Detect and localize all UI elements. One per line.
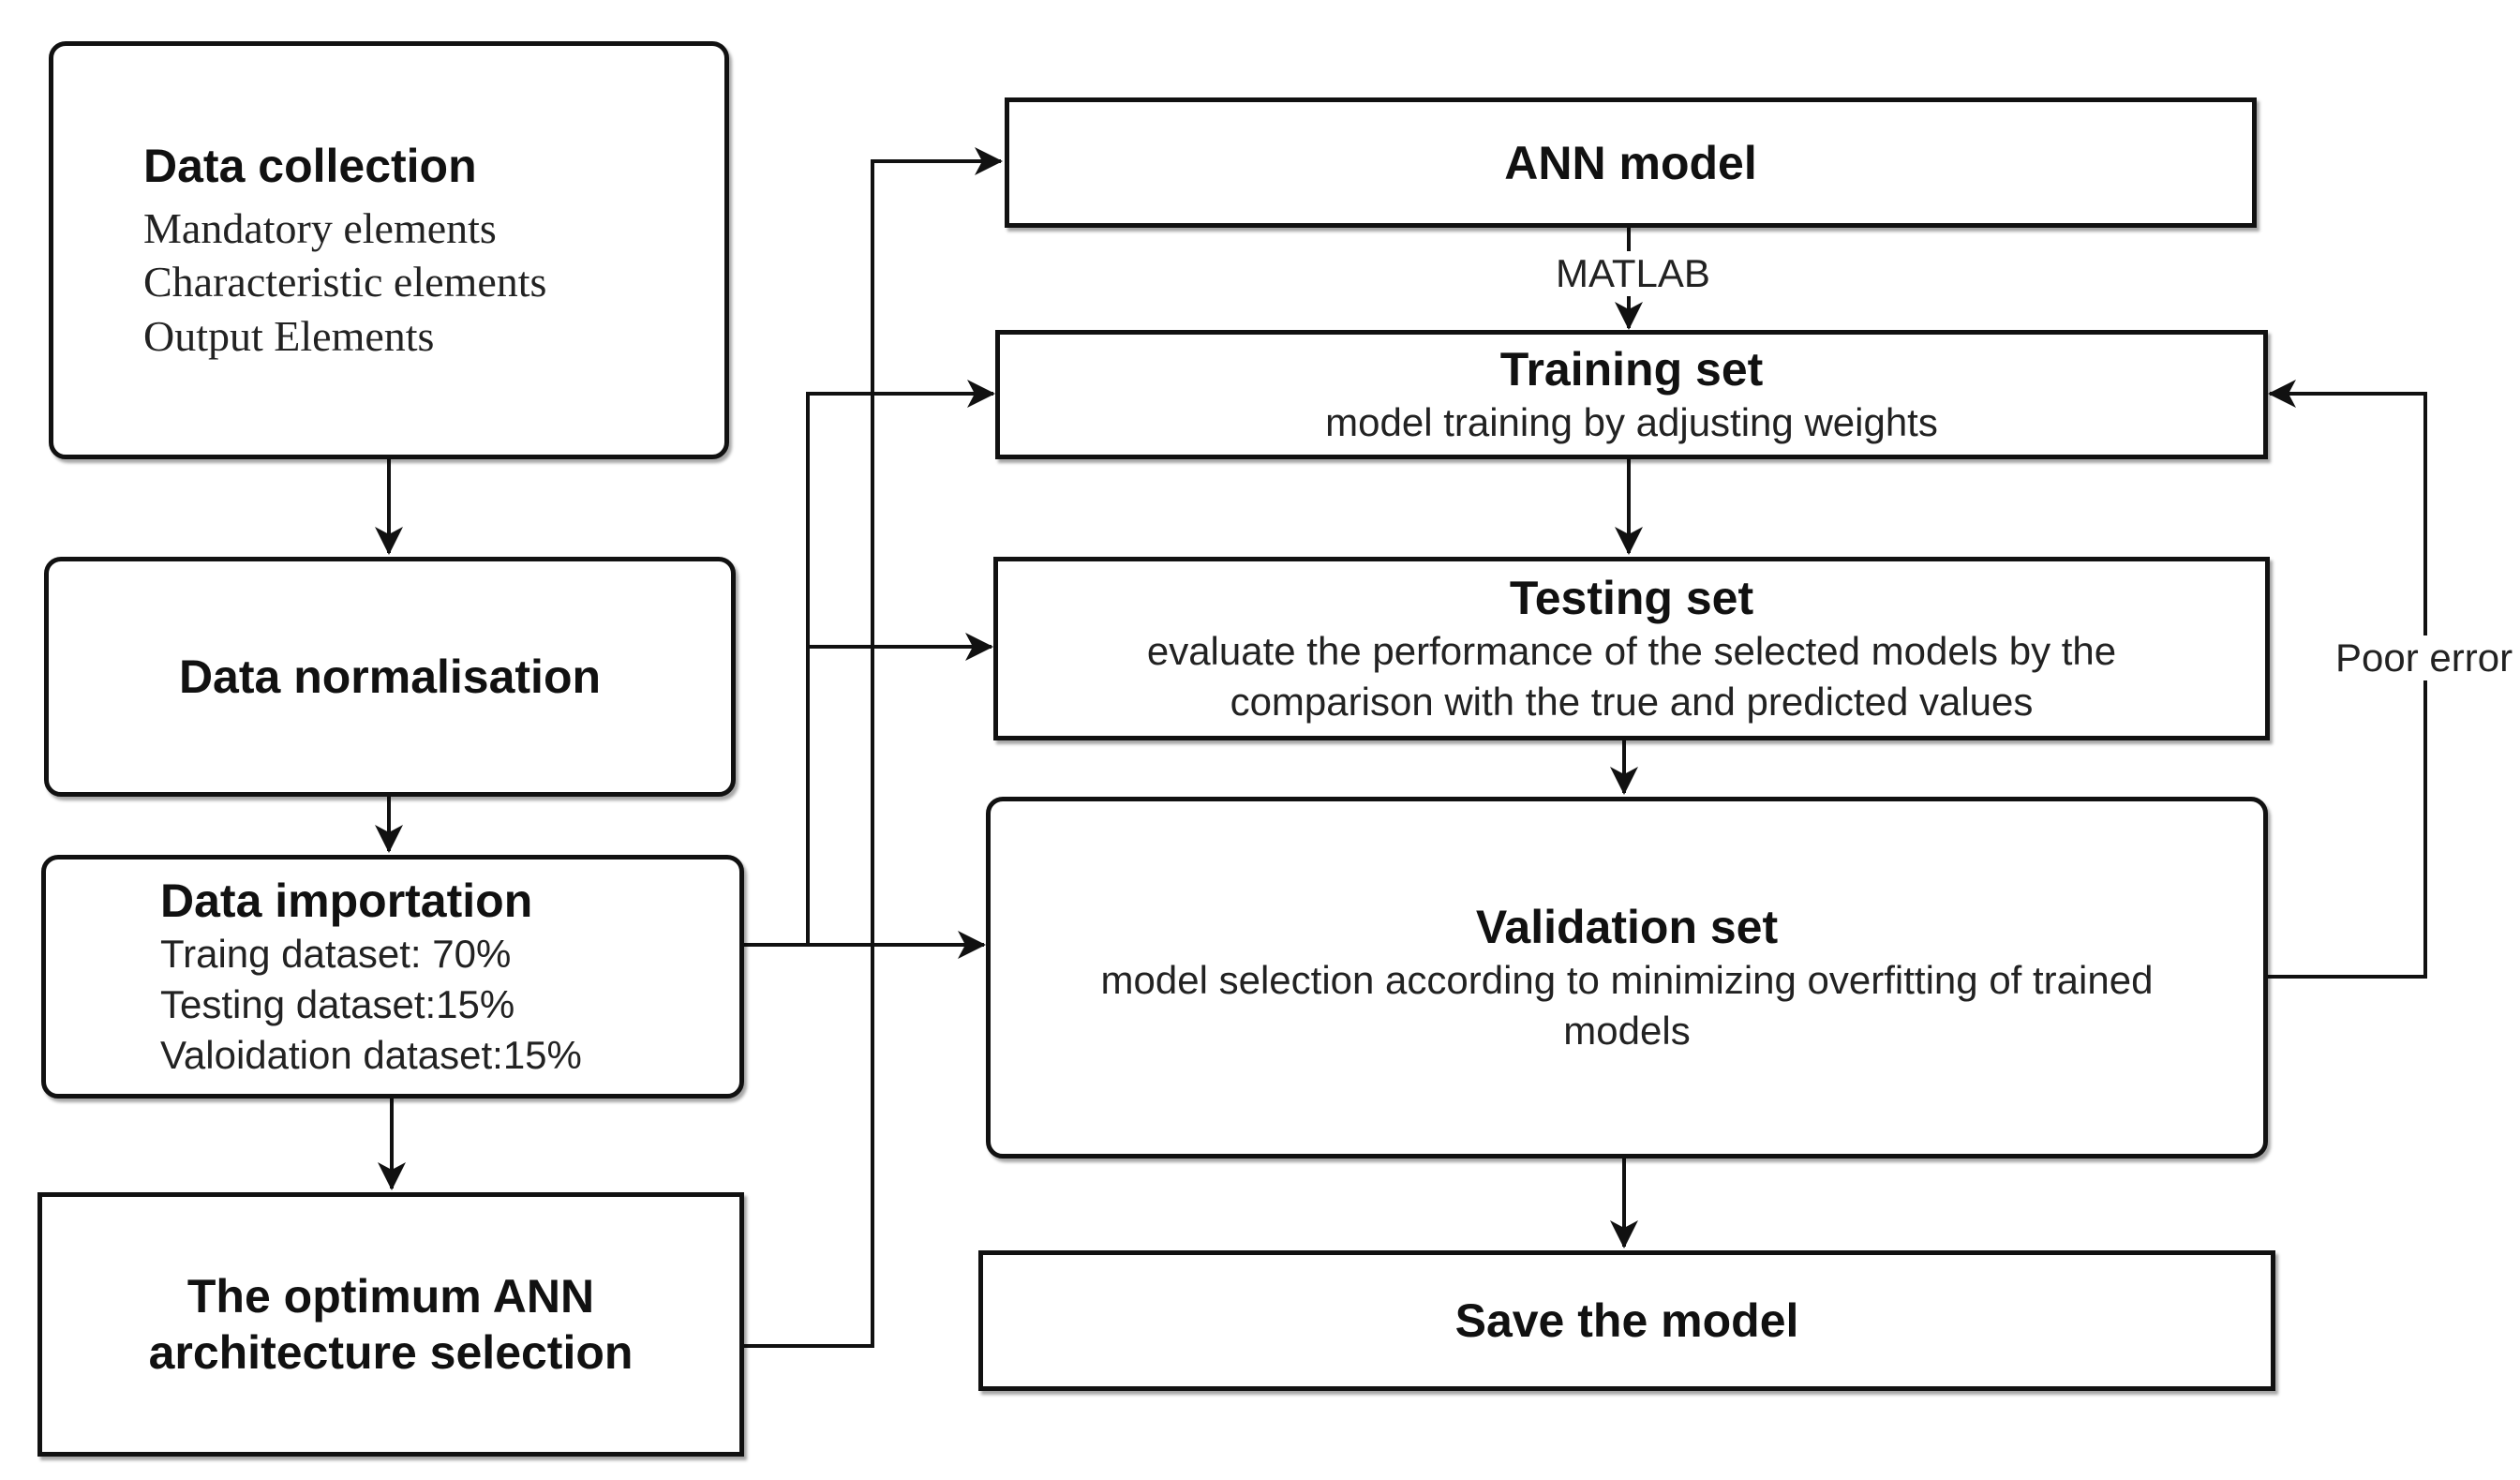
training-set-desc: model training by adjusting weights xyxy=(1325,400,1938,445)
data-importation-title: Data importation xyxy=(160,875,533,928)
data-importation-line-2: Testing dataset:15% xyxy=(160,982,515,1027)
arrow-poor-error-feedback xyxy=(2268,380,2427,979)
ann-model-box: ANN model xyxy=(1005,97,2257,228)
arrow-architecture-to-ann-model xyxy=(744,147,1003,1348)
validation-set-box: Validation set model selection according… xyxy=(986,797,2268,1159)
training-set-title: Training set xyxy=(1499,343,1764,396)
optimum-architecture-box: The optimum ANN architecture selection xyxy=(37,1192,744,1457)
arrow-importation-to-training xyxy=(806,380,995,945)
testing-set-desc-line-2: comparison with the true and predicted v… xyxy=(1230,680,2034,724)
poor-error-edge-label: Poor error xyxy=(2335,635,2513,680)
data-importation-line-1: Traing dataset: 70% xyxy=(160,932,512,977)
matlab-edge-label: MATLAB xyxy=(1556,251,1710,296)
data-normalisation-box: Data normalisation xyxy=(44,557,736,797)
save-model-box: Save the model xyxy=(978,1250,2275,1391)
data-importation-box: Data importation Traing dataset: 70% Tes… xyxy=(41,855,744,1099)
testing-set-desc-line-1: evaluate the performance of the selected… xyxy=(1146,629,2117,674)
validation-set-desc-line-2: models xyxy=(1563,1009,1691,1053)
optimum-architecture-title-line-2: architecture selection xyxy=(148,1326,634,1379)
data-collection-line-2: Characteristic elements xyxy=(143,258,547,306)
testing-set-box: Testing set evaluate the performance of … xyxy=(993,557,2270,740)
optimum-architecture-title-line-1: The optimum ANN xyxy=(186,1270,595,1323)
data-collection-line-3: Output Elements xyxy=(143,311,435,360)
save-model-title: Save the model xyxy=(1454,1294,1799,1347)
data-importation-line-3: Valoidation dataset:15% xyxy=(160,1032,582,1077)
data-collection-box: Data collection Mandatory elements Chara… xyxy=(49,41,729,459)
validation-set-desc-line-1: model selection according to minimizing … xyxy=(1100,958,2154,1003)
ann-model-title: ANN model xyxy=(1504,136,1757,189)
testing-set-title: Testing set xyxy=(1509,572,1754,625)
data-normalisation-title: Data normalisation xyxy=(178,650,602,703)
validation-set-title: Validation set xyxy=(1475,901,1779,954)
data-collection-line-1: Mandatory elements xyxy=(143,203,497,252)
training-set-box: Training set model training by adjusting… xyxy=(995,330,2268,459)
data-collection-title: Data collection xyxy=(143,139,477,192)
